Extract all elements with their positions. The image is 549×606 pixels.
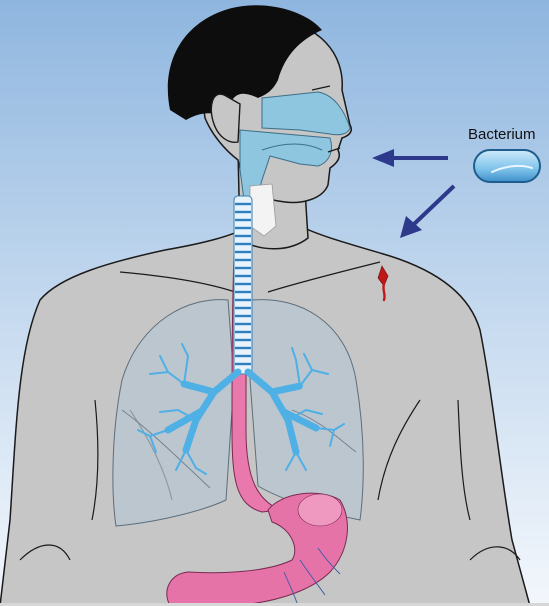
bacterium-label: Bacterium — [468, 126, 536, 143]
throat — [250, 184, 276, 236]
tracheal-rings — [235, 204, 251, 364]
stomach-gas-bubble — [298, 494, 342, 526]
bacterium-icon — [474, 150, 540, 182]
